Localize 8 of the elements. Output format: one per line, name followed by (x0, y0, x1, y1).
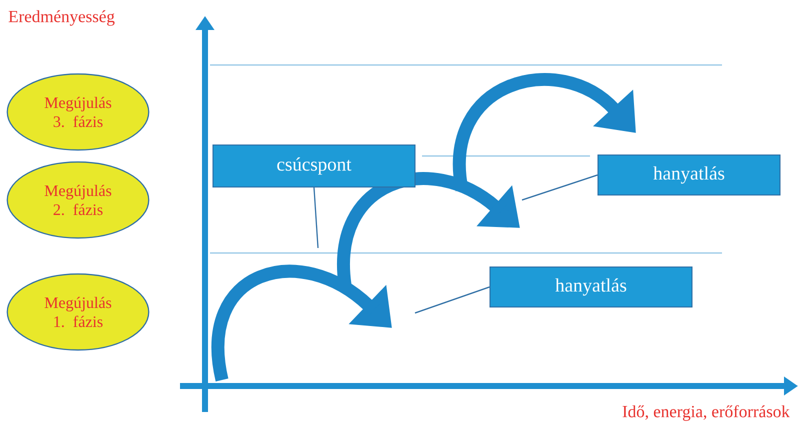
label-box: csúcspont (212, 144, 416, 188)
leader-line (522, 174, 598, 201)
label-box: hanyatlás (490, 266, 692, 308)
label-box: hanyatlás (598, 154, 780, 196)
axis-label: Eredményesség (8, 10, 115, 26)
leader-line (313, 187, 319, 248)
leader-line (414, 286, 490, 314)
axis-label: Idő, energia, erőforrások (622, 405, 790, 421)
